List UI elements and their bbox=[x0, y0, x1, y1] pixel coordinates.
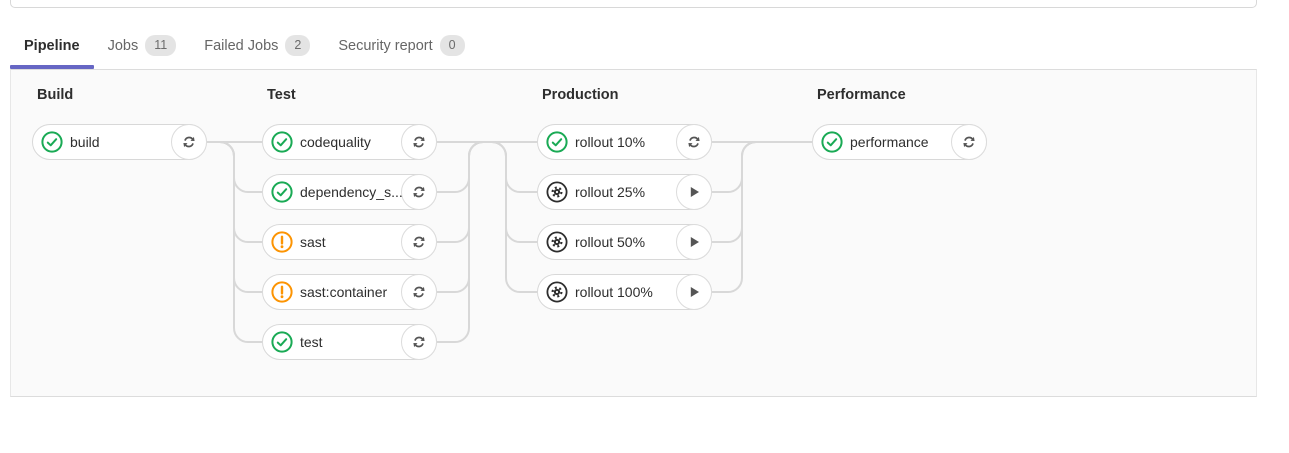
job-rollout-25[interactable]: rollout 25% bbox=[537, 174, 712, 210]
tab-failed-jobs[interactable]: Failed Jobs 2 bbox=[190, 22, 324, 69]
job-sast[interactable]: sast bbox=[262, 224, 437, 260]
retry-job-button[interactable] bbox=[951, 124, 987, 160]
stage-header-production: Production bbox=[542, 87, 619, 103]
pipeline-tabs: Pipeline Jobs 11 Failed Jobs 2 Security … bbox=[10, 22, 1257, 69]
job-name-label: rollout 100% bbox=[575, 284, 653, 300]
job-build[interactable]: build bbox=[32, 124, 207, 160]
play-job-button[interactable] bbox=[676, 274, 712, 310]
job-dependency-s[interactable]: dependency_s... bbox=[262, 174, 437, 210]
tab-label: Failed Jobs bbox=[204, 37, 279, 54]
status-manual-icon bbox=[546, 181, 568, 203]
status-success-icon bbox=[546, 131, 568, 153]
retry-job-button[interactable] bbox=[401, 224, 437, 260]
status-success-icon bbox=[271, 131, 293, 153]
stage-header-build: Build bbox=[37, 87, 74, 103]
retry-job-button[interactable] bbox=[676, 124, 712, 160]
job-sast-container[interactable]: sast:container bbox=[262, 274, 437, 310]
job-name-label: test bbox=[300, 334, 323, 350]
retry-job-button[interactable] bbox=[401, 124, 437, 160]
tab-jobs[interactable]: Jobs 11 bbox=[94, 22, 191, 69]
status-manual-icon bbox=[546, 281, 568, 303]
job-name-label: sast:container bbox=[300, 284, 388, 300]
job-name-label: rollout 10% bbox=[575, 134, 646, 150]
job-name-label: build bbox=[70, 134, 100, 150]
job-name-label: sast bbox=[300, 234, 326, 250]
retry-job-button[interactable] bbox=[401, 324, 437, 360]
tab-pipeline[interactable]: Pipeline bbox=[10, 22, 94, 69]
job-codequality[interactable]: codequality bbox=[262, 124, 437, 160]
pipeline-summary-box-partial bbox=[10, 0, 1257, 8]
retry-job-button[interactable] bbox=[401, 274, 437, 310]
tab-security-report[interactable]: Security report 0 bbox=[324, 22, 478, 69]
tab-label: Security report bbox=[338, 37, 433, 54]
tab-label: Pipeline bbox=[24, 37, 80, 54]
status-success-icon bbox=[41, 131, 63, 153]
security-report-count-badge: 0 bbox=[439, 35, 465, 56]
status-success-icon bbox=[271, 331, 293, 353]
job-test[interactable]: test bbox=[262, 324, 437, 360]
job-name-label: dependency_s... bbox=[300, 184, 402, 200]
pipeline-connectors bbox=[207, 141, 812, 343]
job-rollout-50[interactable]: rollout 50% bbox=[537, 224, 712, 260]
job-name-label: performance bbox=[850, 134, 929, 150]
status-warning-icon bbox=[271, 231, 293, 253]
job-name-label: rollout 50% bbox=[575, 234, 646, 250]
job-performance[interactable]: performance bbox=[812, 124, 987, 160]
play-job-button[interactable] bbox=[676, 174, 712, 210]
play-job-button[interactable] bbox=[676, 224, 712, 260]
job-rollout-10[interactable]: rollout 10% bbox=[537, 124, 712, 160]
tab-label: Jobs bbox=[107, 37, 139, 54]
job-rollout-100[interactable]: rollout 100% bbox=[537, 274, 712, 310]
status-success-icon bbox=[821, 131, 843, 153]
failed-jobs-count-badge: 2 bbox=[285, 35, 311, 56]
status-warning-icon bbox=[271, 281, 293, 303]
status-success-icon bbox=[271, 181, 293, 203]
job-name-label: codequality bbox=[300, 134, 371, 150]
job-name-label: rollout 25% bbox=[575, 184, 646, 200]
jobs-count-badge: 11 bbox=[145, 35, 177, 56]
retry-job-button[interactable] bbox=[401, 174, 437, 210]
retry-job-button[interactable] bbox=[171, 124, 207, 160]
status-manual-icon bbox=[546, 231, 568, 253]
stage-header-test: Test bbox=[267, 87, 296, 103]
stage-header-performance: Performance bbox=[817, 87, 906, 103]
pipeline-graph: Build build Test codequality dependency_s...… bbox=[10, 69, 1257, 397]
